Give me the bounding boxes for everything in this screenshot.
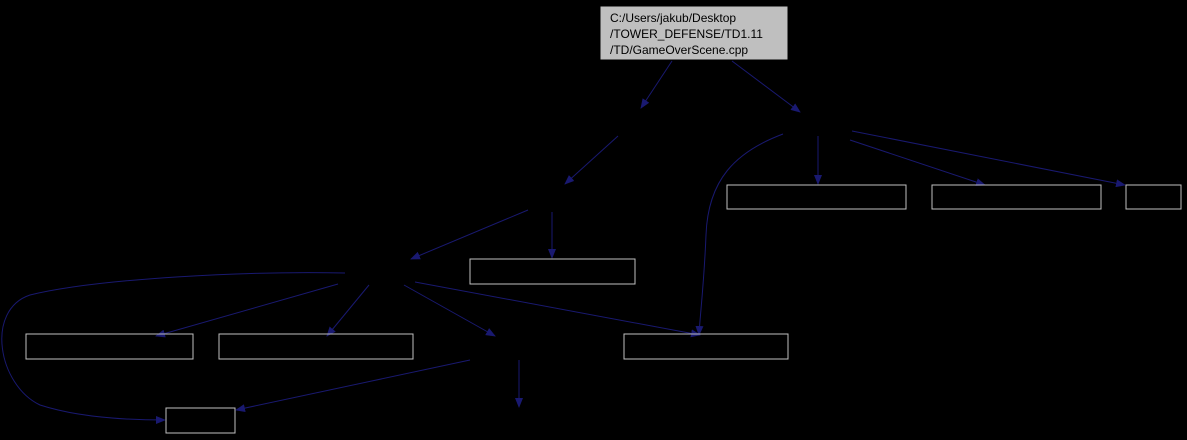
graph-edges <box>1 60 1126 424</box>
dependency-node[interactable] <box>931 184 1102 210</box>
edge-d-to-box7 <box>414 281 701 338</box>
dependency-node[interactable] <box>25 333 194 360</box>
edge-root-to-a <box>640 60 673 109</box>
edge-e-to-box8 <box>235 359 471 413</box>
edge-d-to-box8 <box>1 272 346 424</box>
dependency-node[interactable] <box>726 184 907 210</box>
root-node-label-line-2: /TOWER_DEFENSE/TD1.11 <box>610 27 763 41</box>
edge-root-to-b <box>731 60 801 113</box>
edge-d-to-e <box>403 284 496 337</box>
root-node-box <box>599 5 789 61</box>
edge-d-to-box6 <box>326 284 370 337</box>
edge-c-to-d <box>410 209 529 260</box>
dependency-node[interactable] <box>218 333 414 360</box>
dependency-nodes <box>25 184 1182 434</box>
root-node-label-line-1: C:/Users/jakub/Desktop <box>610 11 736 25</box>
dependency-node[interactable] <box>469 258 636 285</box>
dependency-node[interactable] <box>1125 184 1182 210</box>
root-node[interactable]: C:/Users/jakub/Desktop /TOWER_DEFENSE/TD… <box>599 5 789 61</box>
dependency-node[interactable] <box>623 333 789 360</box>
edge-b-to-box7 <box>695 133 784 336</box>
root-node-label-line-3: /TD/GameOverScene.cpp <box>610 43 748 57</box>
edge-b-to-box2 <box>849 139 986 186</box>
edge-a-to-c <box>564 135 619 185</box>
edge-d-to-box5 <box>155 283 339 338</box>
dependency-node[interactable] <box>165 407 236 434</box>
edge-b-to-box3 <box>851 130 1126 188</box>
